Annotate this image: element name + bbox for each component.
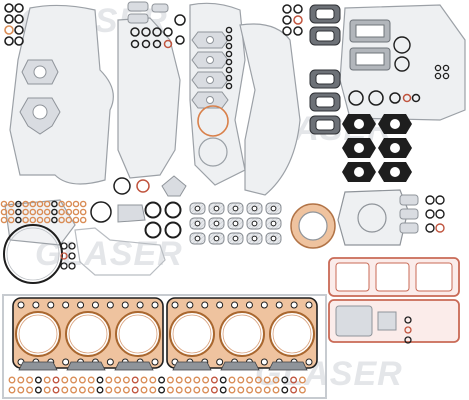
black-o-ring-grid <box>144 201 182 239</box>
grey-ring-large <box>198 137 228 167</box>
injector-plate-right <box>337 189 445 246</box>
copper-washer-row-bottom <box>8 376 306 394</box>
copper-ring-large <box>197 105 229 137</box>
rubber-valve-cover-gaskets <box>328 257 460 343</box>
small-rings-right <box>434 64 450 80</box>
oil-pan-gasket <box>2 294 327 399</box>
valve-seal-grid <box>189 202 282 245</box>
o-ring-set-top-right <box>282 4 303 36</box>
injector-gaskets <box>191 31 229 109</box>
rings-bottom-right <box>404 316 412 344</box>
cylinder-head-gaskets <box>12 297 318 371</box>
ring-right-upper <box>393 36 411 54</box>
triangle-gasket <box>161 175 187 197</box>
o-ring-set-left <box>4 3 24 46</box>
small-gaskets-top <box>127 1 186 49</box>
small-rings-left-lower <box>60 242 76 270</box>
o-ring-column-center <box>225 26 233 90</box>
pump-gaskets-left <box>19 59 61 135</box>
copper-washer-rows <box>0 200 87 224</box>
rings-middle-left <box>90 177 150 223</box>
black-manifold-gaskets <box>342 114 412 182</box>
rings-row-right <box>348 90 421 106</box>
oil-pan-gasket-section <box>74 227 166 276</box>
exhaust-manifold-gaskets <box>309 4 341 135</box>
crankshaft-seal <box>290 203 336 249</box>
intake-gaskets-grey <box>349 19 391 71</box>
small-cover-gasket <box>117 204 146 223</box>
ring-right-lower <box>394 56 410 72</box>
